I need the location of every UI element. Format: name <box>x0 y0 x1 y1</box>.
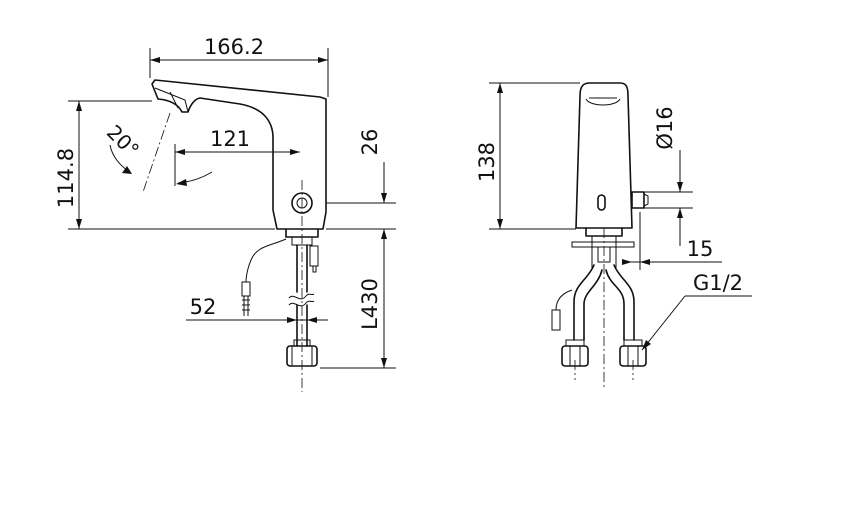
side-hose-break <box>288 293 315 307</box>
dim-hose-spacing: 52 <box>190 295 217 319</box>
dim-spout-reach: 121 <box>210 127 250 151</box>
front-side-button <box>631 191 645 209</box>
side-valve-tip <box>312 266 317 273</box>
side-connector-body <box>242 296 250 316</box>
dim-height: 114.8 <box>54 148 78 208</box>
front-faucet-body <box>575 82 633 229</box>
dim-offset: 15 <box>687 237 714 261</box>
dim-sensor-height: 26 <box>358 129 382 156</box>
front-hose-right <box>605 264 635 341</box>
side-connector <box>241 281 251 297</box>
dim-hose-length: L430 <box>358 278 382 330</box>
front-flange <box>571 241 635 248</box>
side-spout-tip <box>154 87 189 113</box>
front-aerator <box>585 97 621 106</box>
front-view: 138 Ø16 15 G1/2 <box>475 82 752 390</box>
front-sensor <box>597 194 606 211</box>
side-faucet-body <box>151 79 327 230</box>
side-fitting-detail <box>291 339 313 366</box>
dim-leader-thread <box>641 295 686 351</box>
dim-sensor-diameter: Ø16 <box>653 106 677 149</box>
side-angle-line <box>142 112 171 193</box>
side-view: 166.2 114.8 121 20° 26 L430 52 <box>54 35 396 392</box>
side-hose <box>296 244 308 347</box>
dim-thread: G1/2 <box>693 271 743 295</box>
dim-spout-length: 166.2 <box>204 35 264 59</box>
front-connector <box>551 309 561 331</box>
side-cable <box>245 238 287 283</box>
dim-spout-angle: 20° <box>102 120 144 162</box>
dim-front-height: 138 <box>475 142 499 182</box>
front-hose-left <box>573 264 603 341</box>
side-valve <box>309 245 319 267</box>
